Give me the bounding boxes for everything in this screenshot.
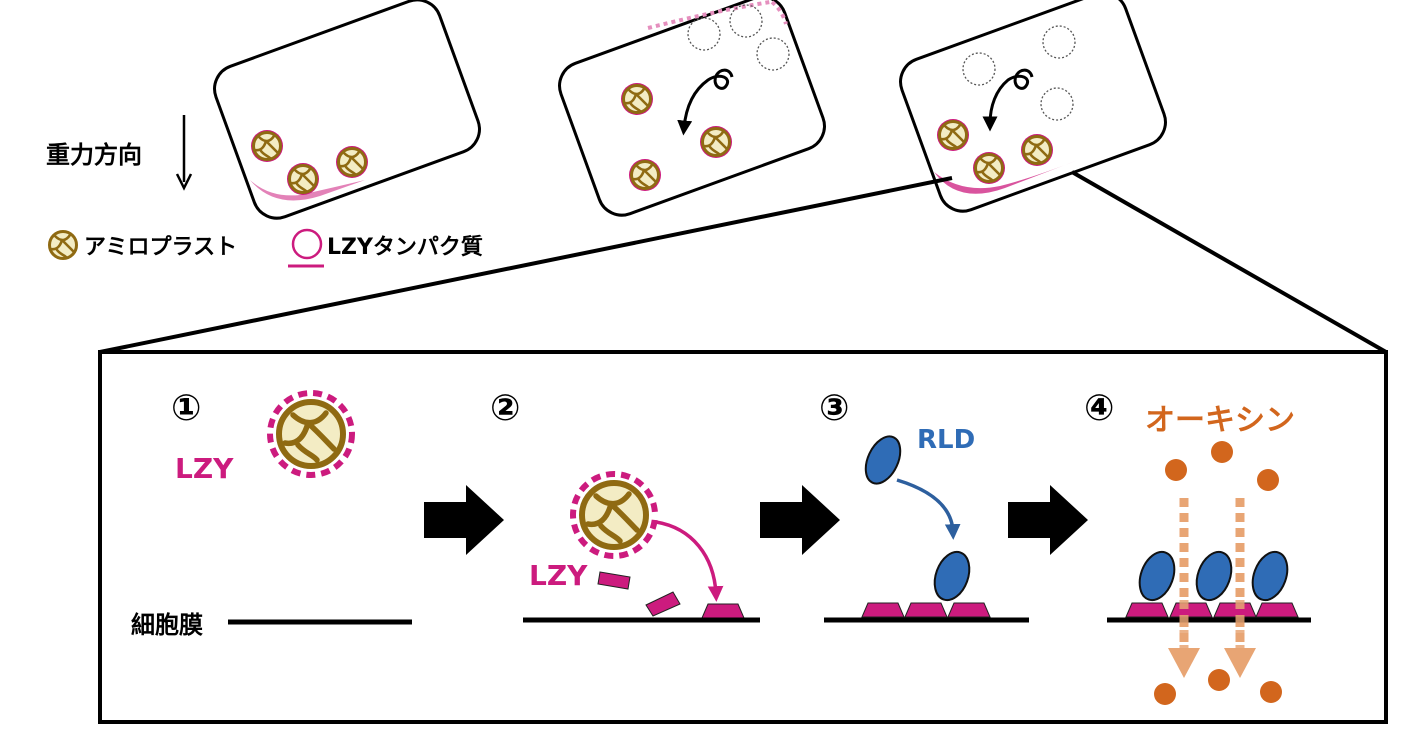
auxin-molecule (1260, 681, 1282, 703)
lzy-bound (1169, 602, 1213, 618)
lzy-bound (1255, 602, 1299, 618)
lzy-crescent (250, 180, 365, 201)
auxin-molecule (1154, 683, 1176, 705)
lzy-fragment (597, 571, 631, 590)
cell-upright (213, 0, 481, 220)
auxin-molecule (1165, 459, 1187, 481)
step-number: ② (490, 388, 520, 429)
previous-positions (962, 25, 1076, 121)
lzy-bound (1213, 602, 1257, 618)
lzy-movement-arrow (655, 520, 724, 602)
rld-protein (864, 435, 902, 485)
auxin-molecule (1257, 469, 1279, 491)
zoom-line-right (1071, 170, 1387, 354)
amyloplast-legend-icon (48, 230, 78, 260)
lzy-coat (570, 471, 658, 559)
lzy-bound (861, 602, 905, 618)
step-number: ① (171, 388, 201, 429)
step-1: ① LZY 細胞膜 (131, 388, 412, 639)
lzy-bound (1125, 602, 1169, 618)
rld-protein (1195, 550, 1233, 602)
lzy-crescent (934, 160, 1078, 194)
rld-protein (1138, 550, 1176, 602)
cell-tilted (899, 0, 1167, 213)
lzy-fragment (645, 591, 681, 617)
amyloplast (279, 402, 343, 466)
step-4: ④ オーキシン (1084, 388, 1311, 705)
membrane-label: 細胞膜 (131, 611, 203, 639)
step-3: ③ RLD (819, 388, 1029, 623)
cell-rotating (558, 0, 826, 217)
gravity-direction-label: 重力方向 (46, 141, 142, 169)
falling-arrow (982, 68, 1034, 132)
step-arrow (1008, 485, 1088, 555)
zoom-line-left (99, 176, 953, 354)
step-arrow (424, 485, 504, 555)
rld-protein (1251, 550, 1289, 602)
lzy-legend-icon (291, 228, 323, 260)
lzy-coat (267, 390, 355, 478)
rld-protein (933, 550, 971, 602)
auxin-molecule (1211, 441, 1233, 463)
previous-positions (687, 4, 790, 71)
lzy-dotted-trace (647, 0, 771, 30)
auxin-label: オーキシン (1145, 403, 1295, 438)
step-2: ② LZY (490, 388, 760, 623)
rld-label: RLD (917, 425, 975, 455)
amyloplast-legend-label: アミロプラスト (84, 235, 237, 260)
lzy-label: LZY (529, 559, 588, 592)
step-number: ③ (819, 388, 849, 429)
falling-arrow (677, 68, 734, 136)
lzy-legend-label: LZYタンパク質 (327, 235, 483, 260)
lzy-label: LZY (175, 452, 234, 485)
lzy-bound (904, 602, 948, 618)
step-arrow (760, 485, 840, 555)
step-number: ④ (1084, 388, 1114, 429)
rld-movement-arrow (896, 478, 961, 540)
lzy-bound (947, 602, 991, 618)
amyloplast (582, 483, 646, 547)
auxin-molecule (1208, 669, 1230, 691)
lzy-bound (701, 603, 745, 619)
